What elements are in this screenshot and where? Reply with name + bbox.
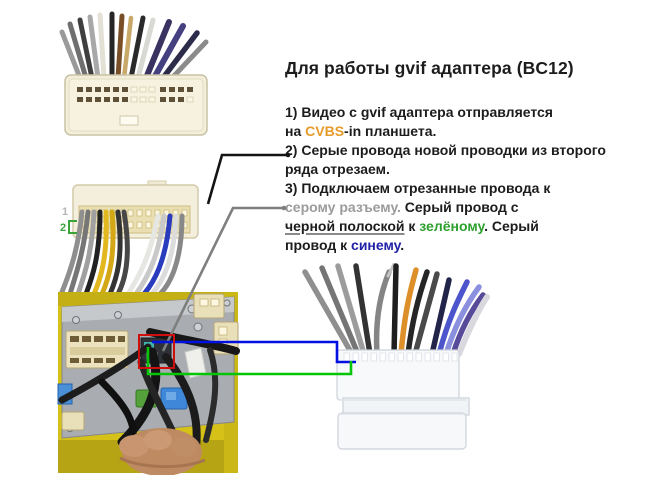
- wires-top-connector: [59, 11, 209, 81]
- step3-line3: черной полоской к зелёному. Серый: [285, 218, 539, 234]
- row-1-label: 1: [62, 206, 68, 218]
- step2-line1: 2) Серые провода новой проводки из второ…: [285, 142, 606, 158]
- photo-gray-plug-connector: [302, 263, 490, 450]
- row-2-label: 2: [60, 222, 66, 234]
- connector-body-gray-plug: [336, 349, 470, 450]
- pin-holes-top: [77, 86, 194, 103]
- row-2-bracket: [68, 220, 77, 234]
- step3-line4: провод к синему.: [285, 237, 405, 253]
- photo-adapter-connector-top: [59, 11, 209, 136]
- photo-new-harness-connector: 1 2: [59, 180, 199, 297]
- green-wire-mention: зелёному: [419, 218, 485, 234]
- step2-line2: ряда отрезаем.: [285, 161, 390, 177]
- step3-line1: 3) Подключаем отрезанные провода к: [285, 180, 551, 196]
- photo-head-unit-rear: [57, 292, 240, 475]
- blue-wire-mention: синему: [351, 237, 401, 253]
- connector-body-top: [64, 74, 208, 136]
- gray-connector-mention: серому разъему.: [285, 199, 401, 215]
- cvbs-highlight: CVBS: [305, 123, 345, 139]
- instructions-panel: Для работы gvif адаптера (BC12) 1) Видео…: [285, 57, 635, 255]
- row-labels: 1 2: [60, 206, 77, 234]
- wires-gray-plug: [302, 263, 490, 357]
- main-cream-connector: [65, 330, 129, 369]
- step3-line2: серому разъему. Серый провод с: [285, 199, 519, 215]
- instruction-text: 1) Видео с gvif адаптера отправляется на…: [285, 103, 635, 255]
- step1-line2: на CVBS-in планшета.: [285, 123, 437, 139]
- page-title: Для работы gvif адаптера (BC12): [285, 58, 574, 78]
- black-stripe-mention: черной полоской: [285, 218, 405, 234]
- hand: [119, 428, 206, 475]
- step1-line1: 1) Видео с gvif адаптера отправляется: [285, 104, 553, 120]
